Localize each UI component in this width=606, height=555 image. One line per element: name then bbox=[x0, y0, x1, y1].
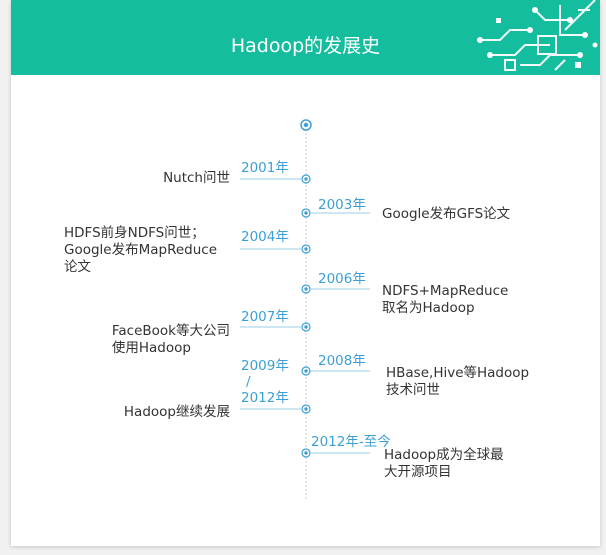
event-text-2004: HDFS前身NDFS问世； Google发布MapReduce 论文 bbox=[64, 225, 217, 276]
event-line: Hadoop继续发展 bbox=[123, 404, 230, 420]
event-text-2001: Nutch问世 bbox=[163, 170, 230, 187]
event-text-2008: HBase,Hive等Hadoop 技术问世 bbox=[386, 365, 529, 399]
event-line: Nutch问世 bbox=[163, 170, 230, 186]
year-label-2012-present: 2012年-至今 bbox=[311, 434, 391, 450]
year-label-2003: 2003年 bbox=[318, 197, 366, 213]
event-text-2012-present: Hadoop成为全球最 大开源项目 bbox=[384, 447, 504, 481]
event-text-2007: FaceBook等大公司 使用Hadoop bbox=[112, 323, 230, 357]
event-line: HDFS前身NDFS问世； bbox=[64, 225, 205, 241]
circuit-decoration-icon bbox=[477, 0, 598, 71]
node-2009-2012 bbox=[301, 404, 311, 414]
event-line: 取名为Hadoop bbox=[382, 300, 475, 316]
event-line: HBase,Hive等Hadoop bbox=[386, 365, 530, 381]
year-label-2009-2012: 2009年 / 2012年 bbox=[241, 358, 289, 406]
node-2004 bbox=[301, 244, 311, 254]
event-line: Google发布GFS论文 bbox=[382, 206, 511, 222]
event-line: FaceBook等大公司 bbox=[111, 323, 230, 339]
year-label-2006: 2006年 bbox=[318, 271, 366, 287]
year-label-2001: 2001年 bbox=[241, 160, 289, 176]
year-label-2007: 2007年 bbox=[241, 309, 289, 325]
event-line: Google发布MapReduce bbox=[64, 242, 218, 258]
node-2006 bbox=[301, 284, 311, 294]
event-line: 大开源项目 bbox=[384, 464, 452, 480]
node-2012 bbox=[301, 448, 311, 458]
event-line: 技术问世 bbox=[386, 382, 440, 398]
event-line: Hadoop成为全球最 bbox=[384, 447, 504, 463]
node-2007 bbox=[301, 322, 311, 332]
event-text-2009-2012: Hadoop继续发展 bbox=[124, 404, 230, 421]
year-part: 2009年 bbox=[241, 358, 289, 374]
event-line: 论文 bbox=[64, 259, 91, 275]
event-line: NDFS+MapReduce bbox=[382, 283, 509, 299]
node-2008 bbox=[301, 366, 311, 376]
event-line: 使用Hadoop bbox=[111, 340, 191, 356]
page-title: Hadoop的发展史 bbox=[230, 35, 381, 57]
year-label-2008: 2008年 bbox=[318, 353, 366, 369]
timeline-start-node bbox=[300, 119, 312, 131]
year-label-2004: 2004年 bbox=[241, 229, 289, 245]
node-2001 bbox=[301, 174, 311, 184]
node-2003 bbox=[301, 208, 311, 218]
year-part: 2012年 bbox=[241, 390, 289, 406]
title-banner: Hadoop的发展史 bbox=[11, 0, 600, 75]
event-text-2003: Google发布GFS论文 bbox=[382, 206, 510, 223]
year-separator: / bbox=[246, 374, 251, 390]
event-text-2006: NDFS+MapReduce 取名为Hadoop bbox=[382, 283, 508, 317]
